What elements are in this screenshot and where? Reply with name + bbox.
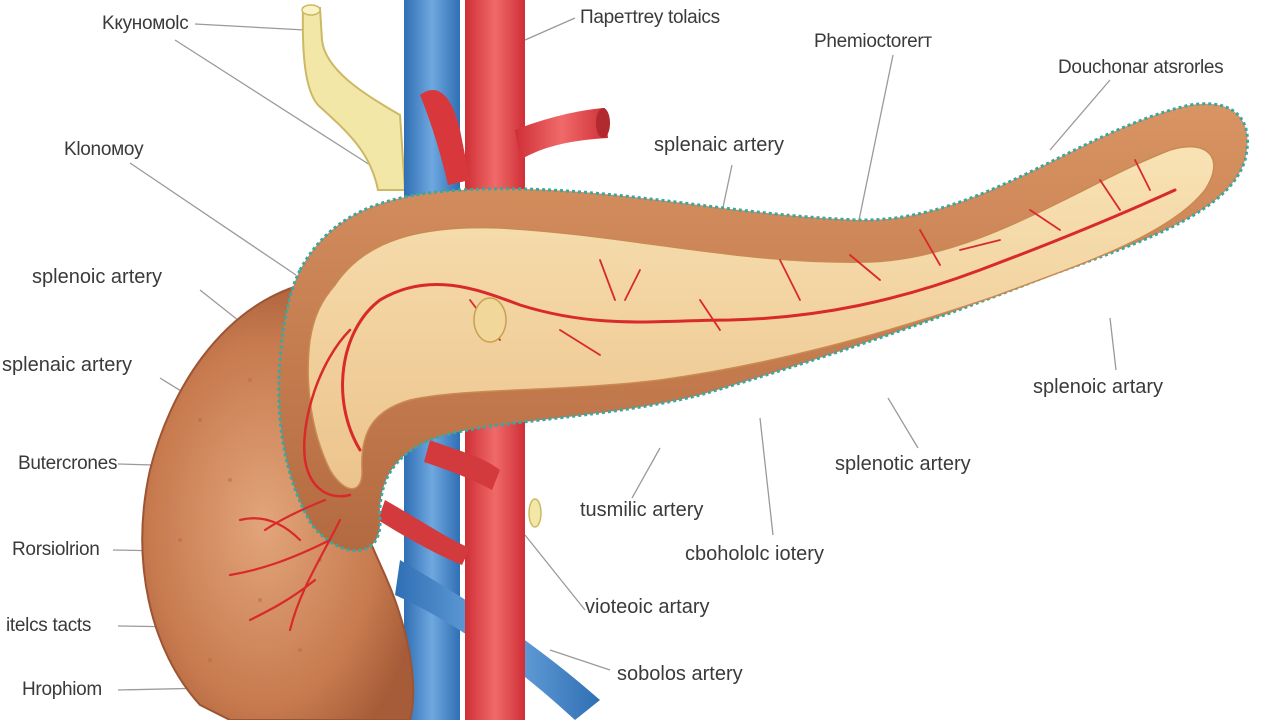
label-top-right-1: Phemioctorerт bbox=[814, 31, 932, 52]
label-left-1: splenoic artery bbox=[32, 266, 163, 288]
duct-nodule bbox=[473, 297, 507, 343]
label-left-5: itelcs tacts bbox=[6, 615, 92, 636]
label-upper-left: Klonoмoy bbox=[64, 139, 144, 160]
label-left-2: splenaic artery bbox=[2, 354, 133, 376]
pancreatic-vessels bbox=[228, 159, 1177, 632]
label-top-center: Паpeтtrey tolaics bbox=[580, 7, 720, 28]
label-right-mid: splenoic artary bbox=[1033, 376, 1164, 398]
label-top-left: Kкуномоlс bbox=[102, 13, 189, 34]
label-top-right-2: Douchonar atsrorles bbox=[1058, 57, 1224, 78]
label-left-6: Hrophiom bbox=[22, 679, 102, 700]
duodenum-speckle bbox=[178, 378, 322, 662]
label-center-2: tusmilic artery bbox=[580, 499, 704, 521]
label-left-3: Butercrones bbox=[18, 453, 118, 474]
label-left-4: Rorsiolrion bbox=[12, 539, 100, 560]
bile-duct bbox=[301, 4, 407, 191]
label-center-4: vioteoic artary bbox=[585, 596, 710, 618]
ampulla-nodule bbox=[528, 498, 542, 528]
label-center-3: cbohololc iotery bbox=[685, 543, 824, 565]
label-center-5: sobolos artery bbox=[617, 663, 743, 685]
label-center-top: splenaic artery bbox=[654, 134, 785, 156]
label-center-mid: splenotic artery bbox=[835, 453, 971, 475]
